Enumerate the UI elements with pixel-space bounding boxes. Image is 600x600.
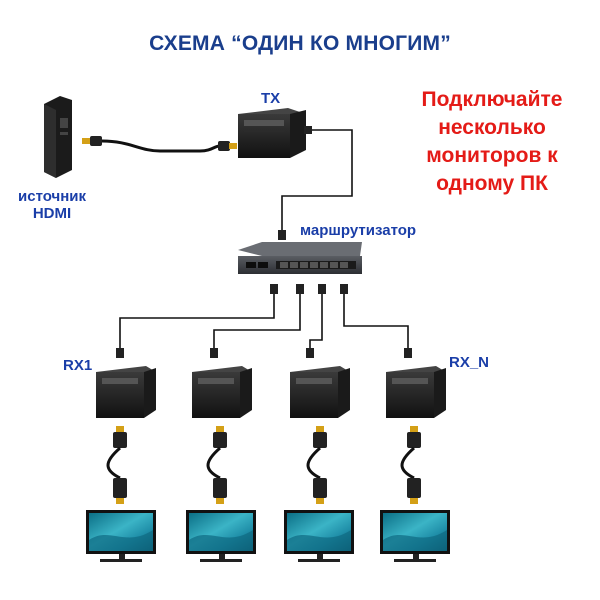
- note-line-4: одному ПК: [436, 172, 548, 195]
- router-label: маршрутизатор: [300, 222, 417, 239]
- rx1-label: RX1: [63, 357, 93, 374]
- rx-extender-n-icon: [386, 366, 446, 418]
- router-icon: [238, 242, 362, 274]
- note-line-2: несколько: [438, 116, 546, 139]
- monitor-3-icon: [284, 510, 354, 562]
- hdmi-cables-rx-monitor: [106, 426, 421, 504]
- monitor-n-icon: [380, 510, 450, 562]
- source-label: источник HDMI: [12, 188, 92, 222]
- monitor-1-icon: [86, 510, 156, 562]
- note-line-1: Подключайте: [421, 88, 563, 111]
- source-label-line1: источник: [18, 188, 86, 205]
- note-line-3: мониторов к: [426, 144, 558, 167]
- tx-extender-icon: [238, 108, 306, 158]
- source-label-line2: HDMI: [32, 205, 72, 222]
- rx-extender-2-icon: [192, 366, 252, 418]
- cables-router-rx: [119, 286, 409, 358]
- hdmi-cable-source-tx: [82, 136, 237, 153]
- monitor-2-icon: [186, 510, 256, 562]
- cable-tx-router: [281, 129, 353, 240]
- pc-tower-icon: [44, 96, 72, 178]
- page-title: СХЕМА “ОДИН КО МНОГИМ”: [149, 32, 451, 55]
- tx-label: TX: [261, 90, 281, 107]
- feature-note: Подключайте несколько мониторов к одному…: [392, 86, 592, 198]
- rxn-label: RX_N: [449, 354, 490, 371]
- rx-extender-1-icon: [96, 366, 156, 418]
- rx-extender-3-icon: [290, 366, 350, 418]
